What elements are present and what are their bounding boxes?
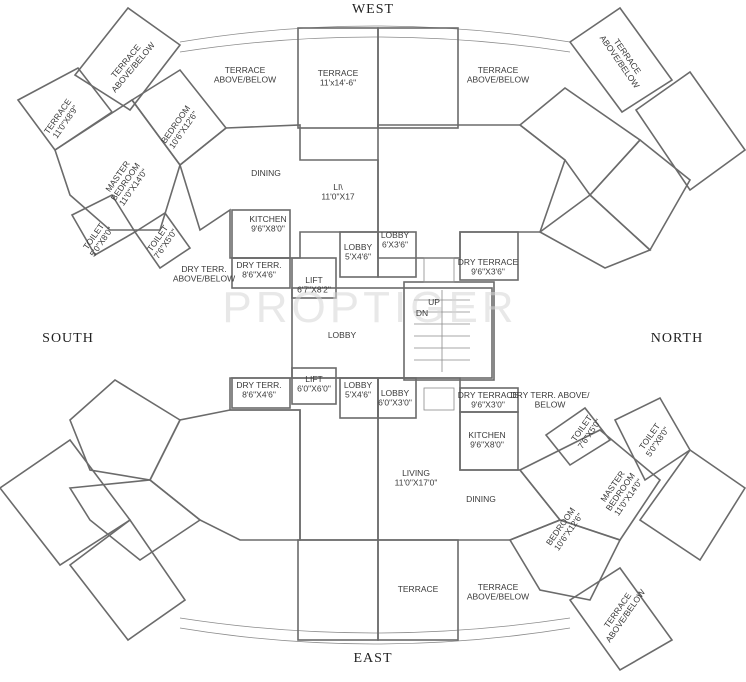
room-label-sw-terrace: TERRACE11'0"X8'9" xyxy=(42,97,81,142)
room-label-line: 5'X4'6" xyxy=(345,390,371,400)
compass-north: NORTH xyxy=(651,331,703,346)
room-label-line: 9'6"X3'6" xyxy=(471,267,505,277)
unit-northwest xyxy=(16,27,379,289)
room-label-line: DINING xyxy=(251,168,281,178)
room-label-line: 9'6"X3'0" xyxy=(471,400,505,410)
room-label-line: LIFT xyxy=(305,374,322,384)
room-label-stair-up: UP xyxy=(428,297,440,307)
room-label-line: LIVING xyxy=(402,468,430,478)
room-label-line: ABOVE/BELOW xyxy=(467,75,529,85)
room-label-line: LOBBY xyxy=(381,388,410,398)
room-label-line: 11'0"X17 xyxy=(321,192,355,202)
room-label-line: DRY TERR. xyxy=(236,260,281,270)
room-label-se-dining: DINING xyxy=(466,494,496,504)
unit-northeast xyxy=(377,27,692,281)
room-label-line: UP xyxy=(428,297,440,307)
room-label-line: LI\ xyxy=(333,182,343,192)
room-label-nw-toilet1: TOILET5'0"X8'0" xyxy=(80,220,115,259)
room-label-nw-dining: DINING xyxy=(251,168,281,178)
watermark: PROPTIGER xyxy=(222,283,517,332)
core xyxy=(291,257,495,411)
room-label-stair-dn: DN xyxy=(416,308,428,318)
compass-south: SOUTH xyxy=(42,331,94,346)
room-label-line: KITCHEN xyxy=(249,214,286,224)
room-label-line: BELOW xyxy=(535,400,566,410)
room-label-line: 9'6"X8'0" xyxy=(470,440,504,450)
room-label-line: LIFT xyxy=(305,275,322,285)
room-label-sw-dryterr: DRY TERR.8'6"X4'6" xyxy=(236,380,281,400)
room-label-line: 8'6"X4'6" xyxy=(242,270,276,280)
room-label-nw-toilet2: TOILET7'6"X5'0" xyxy=(144,222,179,261)
room-label-se-master: MASTERBEDROOM11'0"X14'0" xyxy=(596,465,645,518)
room-label-line: TERRACE xyxy=(478,582,519,592)
room-label-line: DRY TERR. ABOVE/ xyxy=(511,390,591,400)
room-label-nw-living: LI\11'0"X17 xyxy=(321,182,355,202)
room-label-line: TERRACE xyxy=(478,65,519,75)
room-label-line: DRY TERR. xyxy=(236,380,281,390)
room-label-line: 8'6"X4'6" xyxy=(242,390,276,400)
room-label-line: ABOVE/BELOW xyxy=(173,274,235,284)
room-label-line: 6'X3'6" xyxy=(382,240,408,250)
room-label-line: LOBBY xyxy=(344,242,373,252)
room-label-line: 5'X4'6" xyxy=(345,252,371,262)
room-label-se-dryterr-above: DRY TERR. ABOVE/BELOW xyxy=(511,390,591,410)
room-label-line: LOBBY xyxy=(381,230,410,240)
room-label-line: DRY TERRACE xyxy=(458,257,519,267)
outer-terraces xyxy=(0,6,746,672)
room-label-line: 9'6"X8'0" xyxy=(251,224,285,234)
room-label-se-terrace-above: TERRACEABOVE/BELOW xyxy=(596,582,648,644)
room-label-line: 11'0"X17'0" xyxy=(395,478,438,488)
room-label-nw-bedroom: BEDROOM10'6"X12'6" xyxy=(159,103,200,150)
room-label-line: LOBBY xyxy=(344,380,373,390)
room-label-line: 6'7"X8'2" xyxy=(297,285,331,295)
room-label-se-toilet2: TOILET5'0"X8'0" xyxy=(636,420,671,459)
room-label-line: KITCHEN xyxy=(468,430,505,440)
room-label-nw-master: MASTERBEDROOM11'0"X14'0" xyxy=(101,155,150,208)
room-label-line: LOBBY xyxy=(328,330,357,340)
room-label-line: TERRACE xyxy=(398,584,439,594)
compass-east: EAST xyxy=(354,651,393,666)
room-label-line: ABOVE/BELOW xyxy=(214,75,276,85)
room-label-main-lobby: LOBBY xyxy=(328,330,357,340)
room-label-line: 6'0"X6'0" xyxy=(297,384,331,394)
room-label-line: DRY TERR. xyxy=(181,264,226,274)
unit-southwest xyxy=(68,377,379,641)
room-label-line: DN xyxy=(416,308,428,318)
facade-curves xyxy=(179,25,571,645)
room-label-line: ABOVE/BELOW xyxy=(467,592,529,602)
room-label-east-terrace: TERRACE xyxy=(398,584,439,594)
room-label-line: TERRACE xyxy=(318,68,359,78)
unit-southeast xyxy=(377,377,692,641)
room-label-se-bedroom: BEDROOM10'6"X12'6" xyxy=(544,505,585,552)
room-label-line: DRY TERRACE xyxy=(458,390,519,400)
room-label-line: TERRACE xyxy=(225,65,266,75)
room-label-line: 6'0"X3'0" xyxy=(378,398,412,408)
room-label-nw-dryterr-above: DRY TERR.ABOVE/BELOW xyxy=(173,264,235,284)
room-label-line: DINING xyxy=(466,494,496,504)
room-label-nw-dryterr: DRY TERR.8'6"X4'6" xyxy=(236,260,281,280)
compass-west: WEST xyxy=(352,2,394,17)
room-label-line: 11'x14'-6" xyxy=(320,78,356,88)
